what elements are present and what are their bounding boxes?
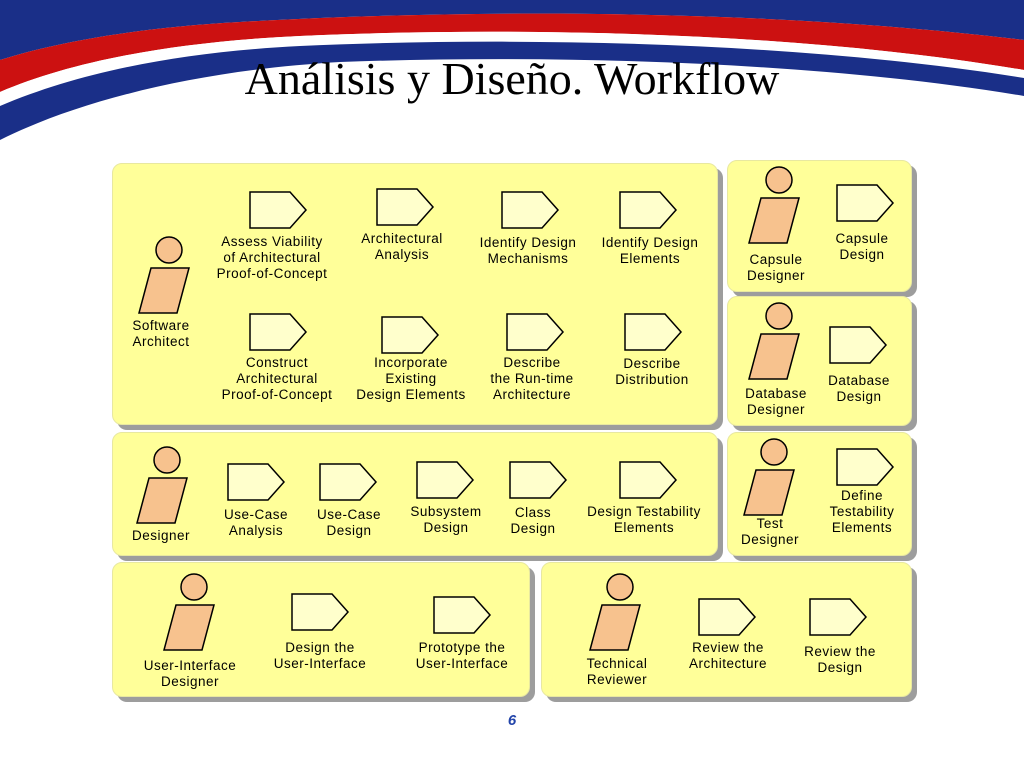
- software-architect-icon: [138, 236, 190, 314]
- slide-title: Análisis y Diseño. Workflow: [244, 53, 780, 104]
- identify-design-mechanisms-activity-icon: [501, 191, 560, 229]
- design-ui-label: Design the User-Interface: [273, 640, 367, 672]
- test-designer-label: Test Designer: [740, 516, 800, 548]
- review-architecture-label: Review the Architecture: [688, 640, 768, 672]
- ui-designer-icon: [163, 573, 215, 651]
- use-case-analysis-label: Use-Case Analysis: [223, 507, 289, 539]
- database-designer-label: Database Designer: [745, 386, 807, 418]
- describe-runtime-label: Describe the Run-time Architecture: [490, 355, 574, 403]
- design-ui-activity-icon: [291, 593, 350, 631]
- architectural-analysis-label: Architectural Analysis: [361, 231, 443, 263]
- designer-icon: [136, 446, 188, 524]
- construct-poc-label: Construct Architectural Proof-of-Concept: [221, 355, 333, 403]
- use-case-design-activity-icon: [319, 463, 378, 501]
- class-design-activity-icon: [509, 461, 568, 499]
- construct-poc-activity-icon: [249, 313, 308, 351]
- identify-design-elements-label: Identify Design Elements: [601, 235, 699, 267]
- ui-designer-label: User-Interface Designer: [143, 658, 237, 690]
- use-case-design-label: Use-Case Design: [316, 507, 382, 539]
- database-design-activity-icon: [829, 326, 888, 364]
- subsystem-design-activity-icon: [416, 461, 475, 499]
- describe-distribution-label: Describe Distribution: [615, 356, 689, 388]
- class-design-label: Class Design: [510, 505, 556, 537]
- designer-label: Designer: [131, 528, 191, 543]
- database-designer-icon: [748, 302, 800, 380]
- technical-reviewer-label: Technical Reviewer: [586, 656, 648, 688]
- software-architect-label: Software Architect: [132, 318, 190, 350]
- design-testability-activity-icon: [619, 461, 678, 499]
- identify-design-elements-activity-icon: [619, 191, 678, 229]
- database-design-label: Database Design: [828, 373, 890, 405]
- define-testability-label: Define Testability Elements: [829, 488, 895, 536]
- incorporate-existing-label: Incorporate Existing Design Elements: [356, 355, 466, 403]
- capsule-designer-label: Capsule Designer: [746, 252, 806, 284]
- prototype-ui-label: Prototype the User-Interface: [415, 640, 509, 672]
- identify-design-mechanisms-label: Identify Design Mechanisms: [479, 235, 577, 267]
- incorporate-existing-activity-icon: [381, 316, 440, 354]
- subsystem-design-label: Subsystem Design: [410, 504, 482, 536]
- design-testability-label: Design Testability Elements: [587, 504, 701, 536]
- review-architecture-activity-icon: [698, 598, 757, 636]
- assess-viability-label: Assess Viability of Architectural Proof-…: [216, 234, 328, 282]
- capsule-design-label: Capsule Design: [835, 231, 889, 263]
- capsule-designer-icon: [748, 166, 800, 244]
- review-design-activity-icon: [809, 598, 868, 636]
- test-designer-icon: [743, 438, 795, 516]
- panel-designer: [112, 432, 718, 556]
- prototype-ui-activity-icon: [433, 596, 492, 634]
- header-swoosh: [0, 0, 1024, 140]
- page-number: 6: [507, 712, 517, 729]
- technical-reviewer-icon: [589, 573, 641, 651]
- assess-viability-activity-icon: [249, 191, 308, 229]
- review-design-label: Review the Design: [804, 644, 876, 676]
- capsule-design-activity-icon: [836, 184, 895, 222]
- describe-runtime-activity-icon: [506, 313, 565, 351]
- define-testability-activity-icon: [836, 448, 895, 486]
- architectural-analysis-activity-icon: [376, 188, 435, 226]
- use-case-analysis-activity-icon: [227, 463, 286, 501]
- describe-distribution-activity-icon: [624, 313, 683, 351]
